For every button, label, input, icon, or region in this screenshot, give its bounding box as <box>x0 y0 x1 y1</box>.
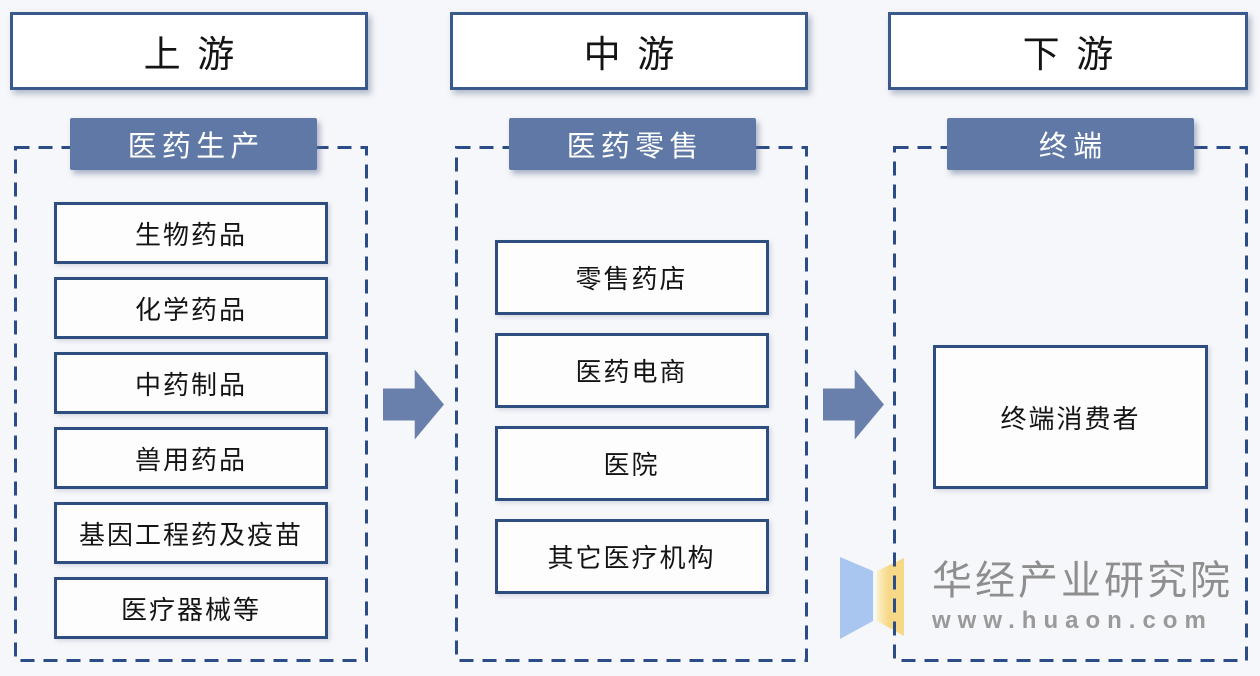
upstream-header: 上游 <box>10 12 368 90</box>
flow-arrow-right-icon <box>823 369 884 440</box>
dashed-border <box>14 146 368 662</box>
item-box: 零售药店 <box>494 240 769 315</box>
flow-arrow-right-icon <box>383 369 444 440</box>
item-box: 生物药品 <box>54 202 328 264</box>
midstream-group-container: 零售药店医药电商医院其它医疗机构 <box>455 146 808 662</box>
item-box: 其它医疗机构 <box>494 519 769 594</box>
item-box: 医药电商 <box>494 333 769 408</box>
downstream-badge: 终端 <box>947 118 1194 170</box>
upstream-items: 生物药品化学药品中药制品兽用药品基因工程药及疫苗医疗器械等 <box>14 202 368 639</box>
huaon-watermark: 华经产业研究院 www.huaon.com <box>838 552 1233 644</box>
dashed-border <box>893 146 1248 662</box>
logo-website: www.huaon.com <box>932 607 1213 634</box>
midstream-items: 零售药店医药电商医院其它医疗机构 <box>455 240 808 594</box>
huaon-logo-icon <box>840 557 904 639</box>
upstream-group-container: 生物药品化学药品中药制品兽用药品基因工程药及疫苗医疗器械等 <box>14 146 368 662</box>
downstream-group-container: 终端消费者 <box>893 146 1248 662</box>
midstream-header: 中游 <box>450 12 808 90</box>
downstream-items: 终端消费者 <box>893 345 1248 489</box>
item-box: 医疗器械等 <box>54 577 328 639</box>
item-box: 中药制品 <box>54 352 328 414</box>
logo-company-name: 华经产业研究院 <box>932 559 1233 603</box>
upstream-badge: 医药生产 <box>70 118 317 170</box>
item-box: 基因工程药及疫苗 <box>54 502 328 564</box>
item-box: 化学药品 <box>54 277 328 339</box>
item-box: 兽用药品 <box>54 427 328 489</box>
downstream-header: 下游 <box>888 12 1248 90</box>
item-box: 终端消费者 <box>933 345 1208 489</box>
midstream-badge: 医药零售 <box>509 118 756 170</box>
huaon-logo-text: 华经产业研究院 www.huaon.com <box>932 561 1233 635</box>
item-box: 医院 <box>494 426 769 501</box>
